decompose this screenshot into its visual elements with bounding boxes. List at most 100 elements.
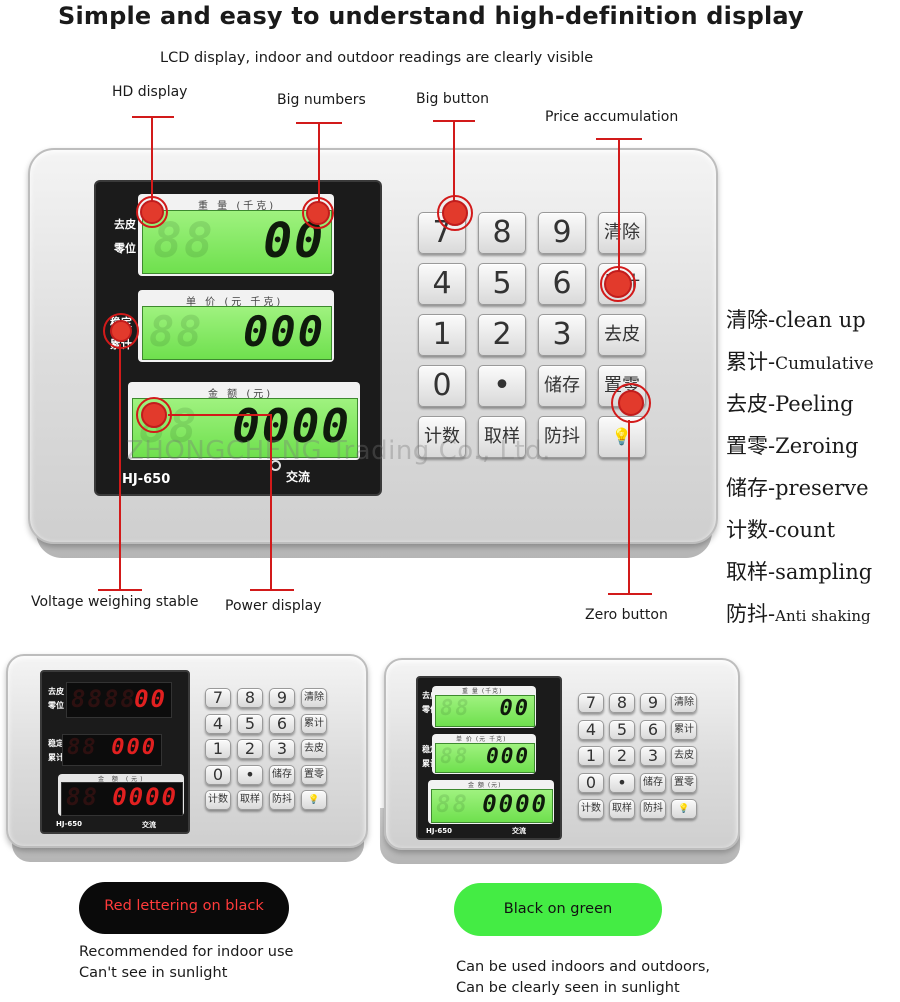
model-label: HJ-650 bbox=[122, 472, 171, 487]
key-1-2[interactable]: 6 bbox=[269, 713, 295, 734]
green-weight-caption: 重 量 (千克) bbox=[462, 688, 503, 695]
key-2-3[interactable]: 去皮 bbox=[671, 746, 697, 766]
key-4-3[interactable]: 💡 bbox=[598, 416, 646, 458]
voltage-stable-ring bbox=[103, 313, 139, 349]
total-caption: 金 额 (元) bbox=[208, 389, 274, 400]
key-0-3[interactable]: 清除 bbox=[301, 688, 327, 708]
green-total-lcd: 88 0000 bbox=[431, 789, 553, 823]
key-3-0[interactable]: 0 bbox=[205, 764, 231, 785]
key-3-2[interactable]: 储存 bbox=[640, 772, 666, 793]
key-4-0[interactable]: 计数 bbox=[578, 799, 604, 819]
key-0-0[interactable]: 7 bbox=[205, 688, 231, 708]
green-weight-ghost: 88 bbox=[440, 696, 471, 721]
key-3-0[interactable]: 0 bbox=[578, 772, 604, 793]
key-1-2[interactable]: 6 bbox=[640, 719, 666, 740]
key-3-3[interactable]: 置零 bbox=[301, 764, 327, 785]
key-3-0[interactable]: 0 bbox=[418, 365, 466, 407]
red-model-label: HJ-650 bbox=[56, 820, 82, 828]
key-2-1[interactable]: 2 bbox=[478, 314, 526, 356]
key-2-2[interactable]: 3 bbox=[538, 314, 586, 356]
green-total-caption: 金 额 (元) bbox=[468, 782, 502, 789]
key-0-2[interactable]: 9 bbox=[538, 212, 586, 254]
key-0-0[interactable]: 7 bbox=[578, 693, 604, 713]
key-2-3[interactable]: 去皮 bbox=[301, 739, 327, 759]
key-2-2[interactable]: 3 bbox=[269, 739, 295, 759]
key-1-0[interactable]: 4 bbox=[578, 719, 604, 740]
key-0-3[interactable]: 清除 bbox=[671, 693, 697, 713]
key-1-0[interactable]: 4 bbox=[205, 713, 231, 734]
key-1-1[interactable]: 5 bbox=[237, 713, 263, 734]
key-1-1[interactable]: 5 bbox=[478, 263, 526, 305]
key-4-1[interactable]: 取样 bbox=[478, 416, 526, 458]
red-price-reading: 000 bbox=[111, 735, 157, 760]
key-0-1[interactable]: 8 bbox=[609, 693, 635, 713]
side-label-tare: 去皮 bbox=[422, 691, 438, 700]
price-ghost-digits: 88 bbox=[149, 307, 204, 356]
red-note-2: Can't see in sunlight bbox=[79, 965, 228, 981]
glossary-item: 取样-sampling bbox=[726, 560, 873, 584]
key-4-1[interactable]: 取样 bbox=[609, 799, 635, 819]
red-weight-reading: 00 bbox=[134, 685, 167, 713]
key-4-0[interactable]: 计数 bbox=[418, 416, 466, 458]
green-note-2: Can be clearly seen in sunlight bbox=[456, 980, 680, 996]
key-3-1[interactable]: • bbox=[237, 764, 263, 785]
side-label-zero: 零位 bbox=[422, 705, 438, 714]
key-4-3[interactable]: 💡 bbox=[301, 790, 327, 810]
green-price-caption: 单 价 (元 千克) bbox=[456, 736, 507, 743]
side-label-zero: 零位 bbox=[48, 701, 64, 710]
glossary-item: 储存-preserve bbox=[726, 476, 869, 500]
key-2-3[interactable]: 去皮 bbox=[598, 314, 646, 356]
red-price-lcd: 88 000 bbox=[62, 734, 162, 766]
key-1-3[interactable]: 累计 bbox=[671, 719, 697, 740]
red-lettering-badge: Red lettering on black bbox=[79, 882, 289, 934]
key-1-2[interactable]: 6 bbox=[538, 263, 586, 305]
green-price-reading: 000 bbox=[486, 744, 530, 768]
callout-line bbox=[132, 116, 174, 118]
key-0-2[interactable]: 9 bbox=[640, 693, 666, 713]
side-label-tare: 去皮 bbox=[48, 687, 64, 696]
key-0-2[interactable]: 9 bbox=[269, 688, 295, 708]
key-3-2[interactable]: 储存 bbox=[538, 365, 586, 407]
red-total-lcd: 88 0000 bbox=[61, 782, 183, 816]
green-power-label: 交流 bbox=[512, 827, 526, 835]
glossary-item: 清除-clean up bbox=[726, 308, 866, 332]
key-4-2[interactable]: 防抖 bbox=[538, 416, 586, 458]
key-0-3[interactable]: 清除 bbox=[598, 212, 646, 254]
key-4-3[interactable]: 💡 bbox=[671, 799, 697, 819]
green-price-ghost: 88 bbox=[440, 744, 470, 768]
key-3-2[interactable]: 储存 bbox=[269, 764, 295, 785]
key-3-1[interactable]: • bbox=[478, 365, 526, 407]
side-label-cumulative: 累计 bbox=[422, 759, 438, 768]
key-1-3[interactable]: 累计 bbox=[301, 713, 327, 734]
key-0-1[interactable]: 8 bbox=[237, 688, 263, 708]
key-0-1[interactable]: 8 bbox=[478, 212, 526, 254]
key-4-2[interactable]: 防抖 bbox=[269, 790, 295, 810]
callout-line bbox=[270, 414, 272, 590]
side-label-zero: 零位 bbox=[114, 242, 136, 255]
key-2-0[interactable]: 1 bbox=[418, 314, 466, 356]
key-4-1[interactable]: 取样 bbox=[237, 790, 263, 810]
key-2-1[interactable]: 2 bbox=[237, 739, 263, 759]
key-1-1[interactable]: 5 bbox=[609, 719, 635, 740]
key-glossary: 清除-clean up 累计-Cumulative 去皮-Peeling 置零-… bbox=[726, 304, 874, 640]
key-4-2[interactable]: 防抖 bbox=[640, 799, 666, 819]
side-label-stable: 稳定 bbox=[48, 739, 64, 748]
key-2-2[interactable]: 3 bbox=[640, 746, 666, 766]
key-2-0[interactable]: 1 bbox=[578, 746, 604, 766]
callout-line bbox=[119, 344, 121, 590]
big-numbers-ring bbox=[302, 197, 334, 229]
page-title: Simple and easy to understand high-defin… bbox=[58, 2, 804, 30]
key-2-0[interactable]: 1 bbox=[205, 739, 231, 759]
key-1-0[interactable]: 4 bbox=[418, 263, 466, 305]
red-price-ghost: 88 bbox=[67, 735, 98, 760]
callout-line bbox=[628, 420, 630, 594]
red-total-caption: 金 额 (元) bbox=[98, 776, 146, 783]
red-display-panel: 去皮 零位 稳定 累计 8888 00 88 000 金 额 (元) 88 00… bbox=[40, 670, 190, 834]
key-3-3[interactable]: 置零 bbox=[671, 772, 697, 793]
key-4-0[interactable]: 计数 bbox=[205, 790, 231, 810]
key-2-1[interactable]: 2 bbox=[609, 746, 635, 766]
callout-line bbox=[453, 120, 455, 210]
key-3-1[interactable]: • bbox=[609, 772, 635, 793]
green-weight-frame: 重 量 (千克) 88 00 bbox=[432, 686, 536, 728]
callout-big-numbers: Big numbers bbox=[277, 92, 366, 108]
